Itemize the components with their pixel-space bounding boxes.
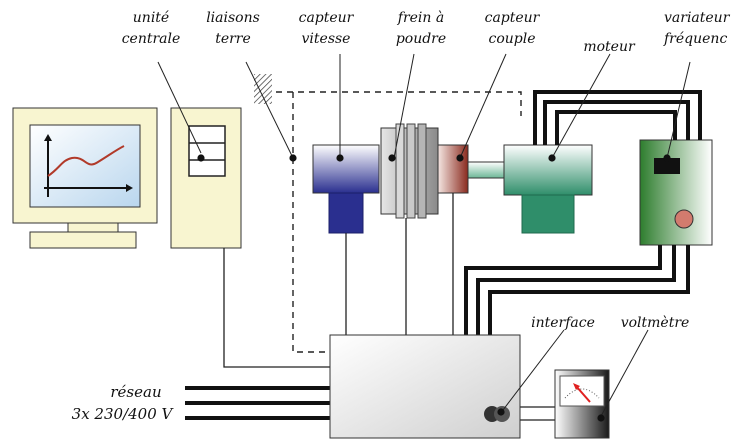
label-line: frein à <box>397 10 444 26</box>
label-reseau: réseau 3x 230/400 V <box>72 383 175 423</box>
label-voltmetre: voltmètre <box>621 315 690 331</box>
label-line: couple <box>488 31 535 47</box>
label-line: terre <box>215 31 251 47</box>
drive-knob <box>674 209 694 229</box>
label-line: unité <box>133 10 169 26</box>
leader-dots <box>197 154 671 422</box>
label-line: poudre <box>396 31 446 47</box>
label-line: réseau <box>110 383 161 401</box>
label-line: capteur <box>299 10 355 26</box>
label-moteur: moteur <box>583 39 636 55</box>
label-line: centrale <box>122 31 181 47</box>
label-unite-centrale: unité centrale <box>122 10 181 47</box>
frequency-drive <box>639 139 713 246</box>
label-liaisons-terre: liaisons terre <box>206 10 260 47</box>
powder-brake <box>380 123 439 219</box>
central-unit <box>170 107 242 249</box>
label-line: fréquenc <box>663 31 727 47</box>
interface-box <box>329 334 521 439</box>
label-line: liaisons <box>206 10 260 26</box>
ground-hatch-icon <box>254 74 272 104</box>
shaft <box>467 161 505 179</box>
label-line: vitesse <box>302 31 351 47</box>
motor <box>503 144 593 234</box>
leader-lines <box>157 53 691 419</box>
label-variateur: variateur fréquenc <box>663 10 731 47</box>
voltmeter-dial-icon <box>554 369 610 439</box>
power-cables <box>185 90 702 420</box>
label-line: variateur <box>664 10 731 26</box>
speed-sensor <box>312 144 380 234</box>
computer-monitor-icon <box>12 107 158 249</box>
label-capteur-vitesse: capteur vitesse <box>299 10 355 47</box>
label-frein-poudre: frein à poudre <box>396 10 446 47</box>
label-line: capteur <box>485 10 541 26</box>
ground-links <box>276 91 522 353</box>
label-line: 3x 230/400 V <box>72 405 175 423</box>
label-interface: interface <box>531 315 595 331</box>
torque-sensor <box>437 144 469 194</box>
label-capteur-couple: capteur couple <box>485 10 541 47</box>
